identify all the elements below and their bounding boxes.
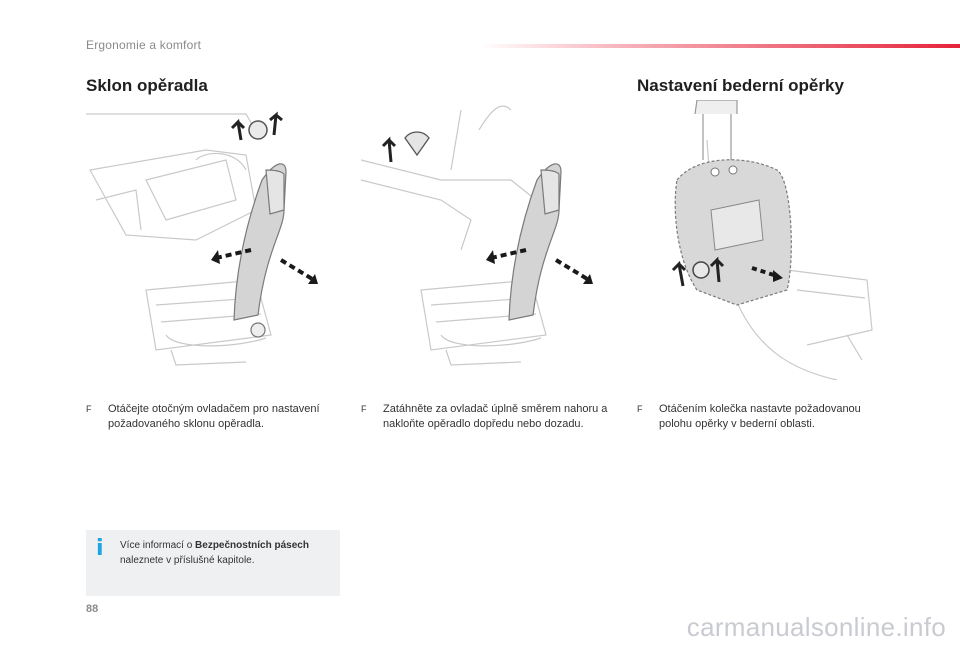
bullet-text: Zatáhněte za ovladač úplně směrem nahoru… <box>383 403 608 430</box>
bullet-lumbar-wheel: F Otáčením kolečka nastavte požadovanou … <box>637 402 887 432</box>
info-icon: i <box>96 536 104 561</box>
bullet-backrest-knob: F Otáčejte otočným ovladačem pro nastave… <box>86 402 336 432</box>
heading-backrest-tilt: Sklon opěradla <box>86 76 208 95</box>
bullet-mark: F <box>86 404 92 414</box>
bullet-mark: F <box>637 404 643 414</box>
illustration-rotary-knob-seat <box>86 100 340 380</box>
info-prefix: Více informací o <box>120 540 196 551</box>
info-bold-link: Bezpečnostních pásech <box>195 540 309 551</box>
page-number: 88 <box>86 603 99 615</box>
info-text: Více informací o Bezpečnostních pásech n… <box>120 538 332 568</box>
heading-lumbar-support: Nastavení bederní opěrky <box>637 76 844 95</box>
watermark: carmanualsonline.info <box>686 612 946 642</box>
bullet-text: Otáčejte otočným ovladačem pro nastavení… <box>108 403 320 430</box>
bullet-mark: F <box>361 404 367 414</box>
bullet-backrest-lever: F Zatáhněte za ovladač úplně směrem naho… <box>361 402 611 432</box>
info-suffix: naleznete v příslušné kapitole. <box>120 555 255 566</box>
illustration-lumbar-wheel-seat <box>637 100 891 380</box>
header-accent-bar <box>480 44 960 48</box>
illustration-lever-seat <box>361 100 615 380</box>
header-section-title: Ergonomie a komfort <box>86 38 202 52</box>
info-box: i Více informací o Bezpečnostních pásech… <box>86 530 340 596</box>
bullet-text: Otáčením kolečka nastavte požadovanou po… <box>659 403 861 430</box>
